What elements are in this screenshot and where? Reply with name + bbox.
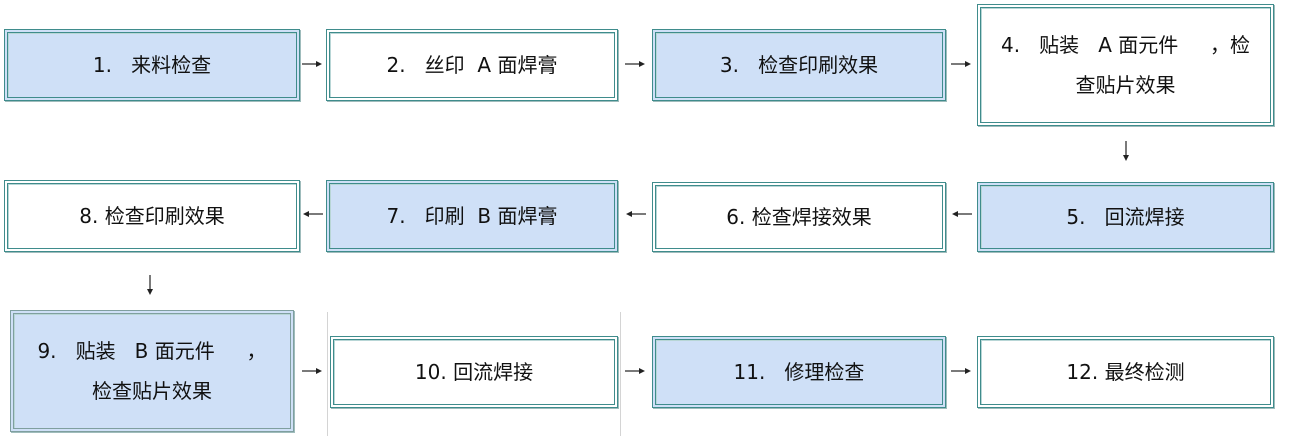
step-8-label: 8. 检查印刷效果 xyxy=(79,204,225,228)
step-4-label: 4. 贴装 A 面元件 ，检 查贴片效果 xyxy=(1000,33,1251,97)
step-12-label: 12. 最终检测 xyxy=(1066,360,1185,384)
arrow-left-icon xyxy=(951,209,973,219)
arrow-right-icon xyxy=(950,59,972,69)
divider-line xyxy=(620,312,621,436)
step-6-label: 6. 检查焊接效果 xyxy=(726,205,872,229)
step-4-box: 4. 贴装 A 面元件 ，检 查贴片效果 xyxy=(977,4,1274,126)
step-10-label: 10. 回流焊接 xyxy=(414,360,534,384)
step-7-label: 7. 印刷 B 面焊膏 xyxy=(386,204,558,228)
step-1-box: 1. 来料检查 xyxy=(4,29,300,101)
step-2-label: 2. 丝印 A 面焊膏 xyxy=(386,53,558,77)
arrow-down-icon xyxy=(1121,140,1131,162)
arrow-right-icon xyxy=(301,59,323,69)
step-5-label: 5. 回流焊接 xyxy=(1066,205,1185,229)
step-3-label: 3. 检查印刷效果 xyxy=(719,53,879,77)
arrow-left-icon xyxy=(625,209,647,219)
step-12-box: 12. 最终检测 xyxy=(977,336,1274,408)
step-7-box: 7. 印刷 B 面焊膏 xyxy=(326,180,618,252)
step-10-box: 10. 回流焊接 xyxy=(330,336,618,408)
step-3-box: 3. 检查印刷效果 xyxy=(652,29,946,101)
step-8-box: 8. 检查印刷效果 xyxy=(4,180,300,252)
arrow-right-icon xyxy=(950,366,972,376)
arrow-right-icon xyxy=(624,59,646,69)
step-6-box: 6. 检查焊接效果 xyxy=(652,182,946,252)
step-11-box: 11. 修理检查 xyxy=(652,336,946,408)
arrow-right-icon xyxy=(624,366,646,376)
arrow-down-icon xyxy=(145,274,155,296)
step-1-label: 1. 来料检查 xyxy=(92,53,212,77)
step-9-box: 9. 贴装 B 面元件 ， 检查贴片效果 xyxy=(10,310,294,432)
step-9-label: 9. 贴装 B 面元件 ， 检查贴片效果 xyxy=(37,339,267,403)
step-5-box: 5. 回流焊接 xyxy=(977,182,1274,252)
step-11-label: 11. 修理检查 xyxy=(733,360,865,384)
arrow-left-icon xyxy=(302,209,324,219)
arrow-right-icon xyxy=(301,366,323,376)
divider-line xyxy=(327,312,328,436)
step-2-box: 2. 丝印 A 面焊膏 xyxy=(326,29,618,101)
